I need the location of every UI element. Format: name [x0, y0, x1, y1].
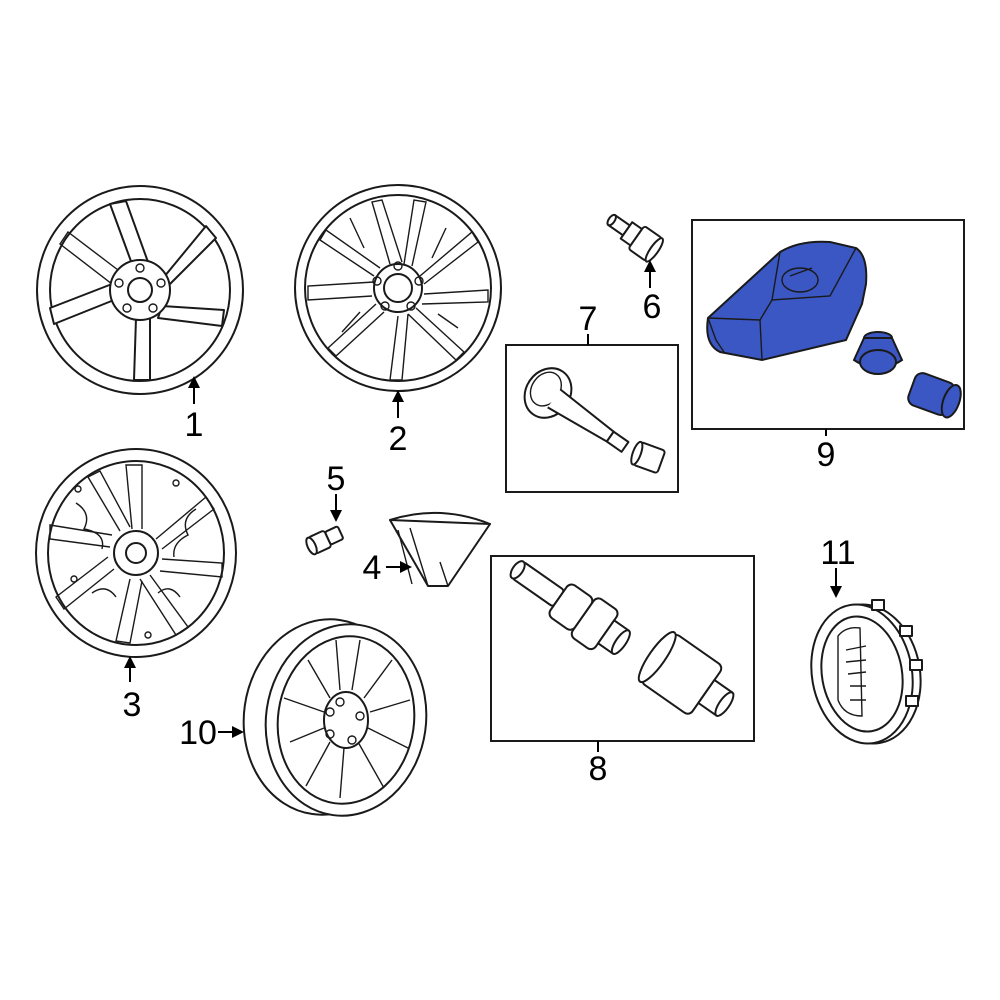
wheel-3-icon[interactable]: [35, 448, 237, 658]
tpms-sensor-icon[interactable]: [706, 240, 964, 420]
valve-cap-icon[interactable]: [304, 524, 344, 556]
center-cap-icon[interactable]: [801, 596, 932, 752]
callout-1: 1: [185, 406, 204, 444]
lug-bolt-icon[interactable]: [601, 207, 665, 264]
wheel-1-icon[interactable]: [36, 185, 244, 395]
callout-6: 6: [643, 288, 662, 326]
callout-5: 5: [327, 460, 346, 498]
wheel-2-icon[interactable]: [294, 184, 502, 392]
callout-2: 2: [389, 420, 408, 458]
spare-wheel-icon[interactable]: [231, 609, 438, 827]
callout-10: 10: [179, 714, 217, 752]
callout-4: 4: [363, 549, 382, 587]
callout-8: 8: [589, 750, 608, 788]
callout-labels: 1 2 3 4 5 6 7 8 9 10 11: [123, 288, 856, 788]
valve-stem-icon[interactable]: [515, 359, 666, 474]
leader-arrows: [124, 260, 842, 752]
callout-7: 7: [579, 300, 598, 338]
kit-8-box: [490, 555, 755, 742]
callout-11: 11: [820, 534, 855, 572]
wheel-weight-icon[interactable]: [389, 511, 491, 587]
kit-9-box: [691, 219, 965, 430]
wheel-lock-icon[interactable]: [500, 547, 746, 731]
callout-3: 3: [123, 686, 142, 724]
callout-9: 9: [817, 436, 836, 474]
kit-7-box: [505, 344, 679, 493]
